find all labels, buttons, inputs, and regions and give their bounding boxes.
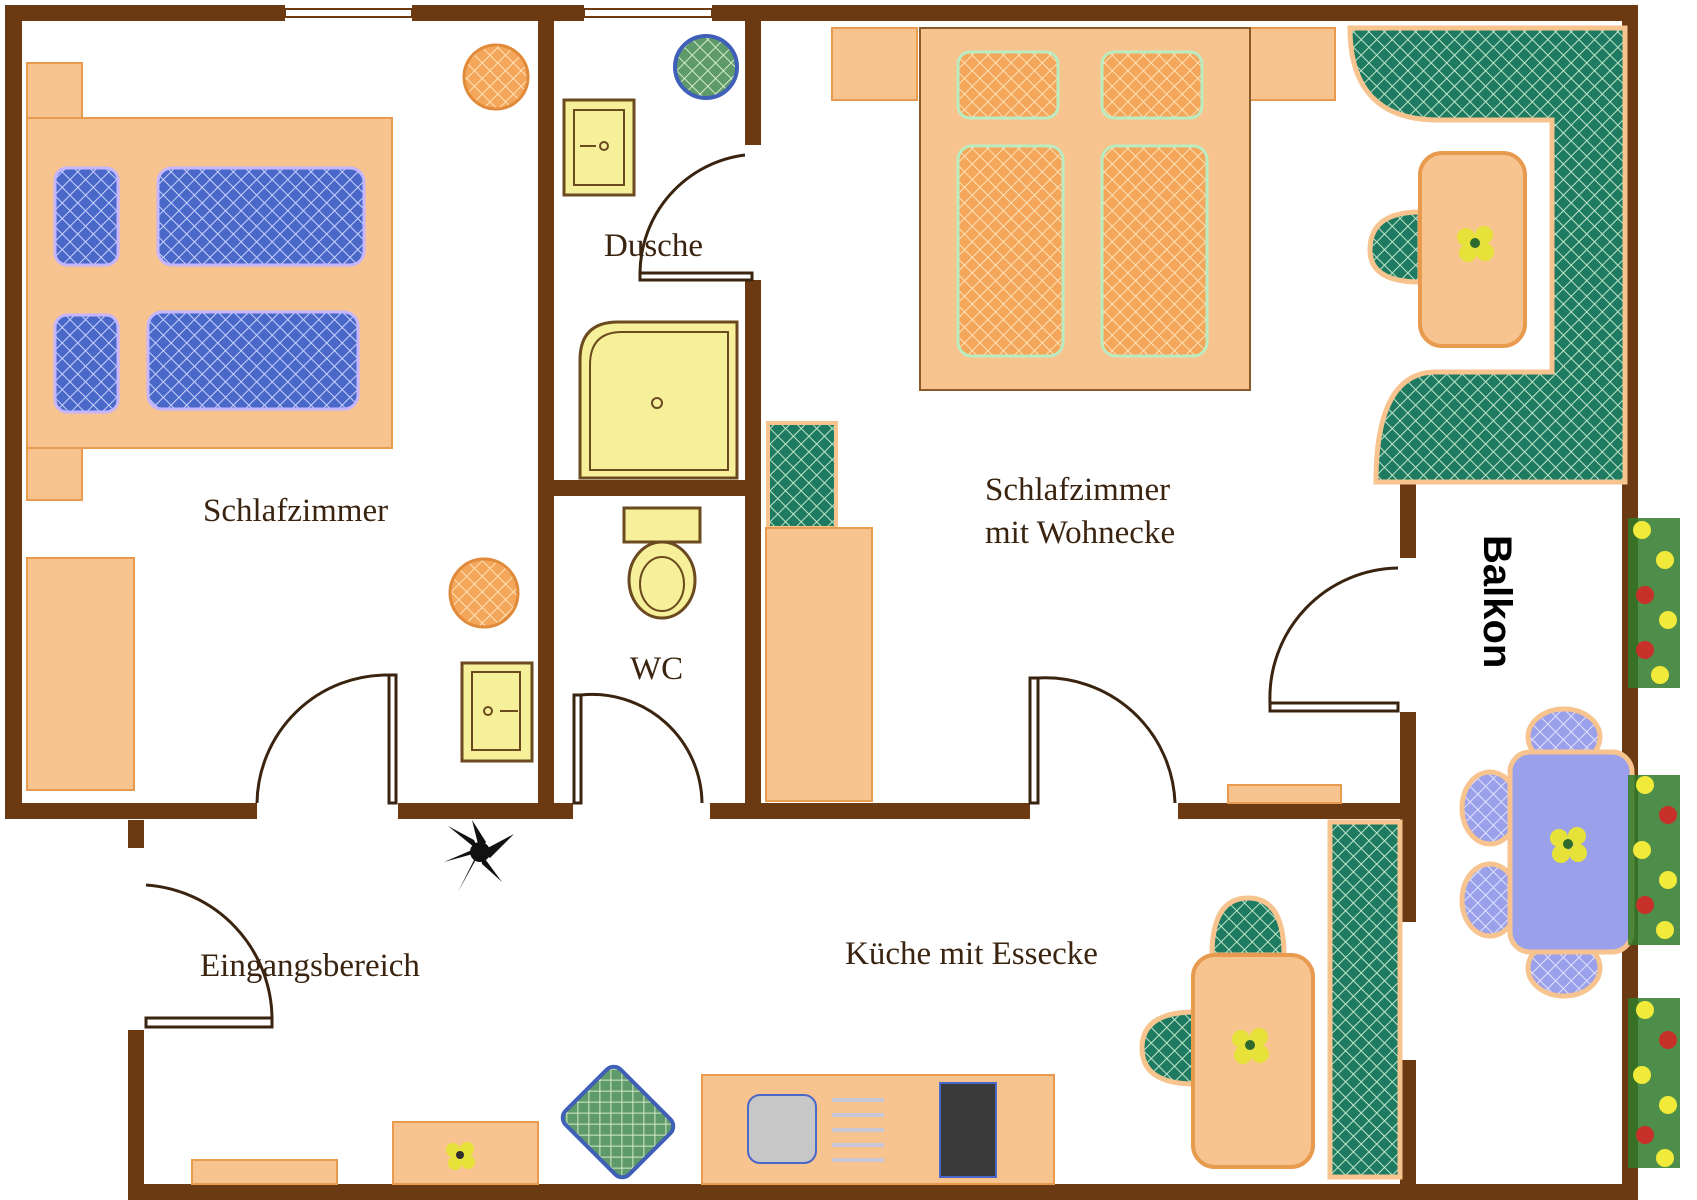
cabinet xyxy=(765,527,873,802)
blanket xyxy=(956,144,1065,358)
wardrobe xyxy=(26,557,135,791)
nightstand xyxy=(26,62,83,119)
pillow xyxy=(53,313,120,414)
blanket xyxy=(156,166,366,267)
corner-bench xyxy=(1347,25,1628,485)
right-bedroom-furniture xyxy=(765,25,1628,804)
nightstand xyxy=(831,27,918,101)
flower-icon xyxy=(1457,226,1494,262)
round-stool xyxy=(462,43,530,111)
chair xyxy=(1139,1009,1198,1087)
plant-box-icon xyxy=(1628,998,1680,1168)
round-stool xyxy=(673,34,739,100)
sideboard xyxy=(1227,784,1342,804)
entrance-furniture xyxy=(191,820,539,1185)
bathroom-fixtures xyxy=(562,34,739,620)
plant-box-icon xyxy=(1628,775,1680,945)
round-stool xyxy=(448,557,520,629)
room-label-balcony: Balkon xyxy=(1475,535,1519,668)
room-label-bedroom-living-line2: mit Wohnecke xyxy=(985,515,1175,551)
sink xyxy=(747,1094,817,1164)
doors xyxy=(144,153,1400,1029)
plant-stand xyxy=(560,1064,676,1180)
shower-tray xyxy=(578,320,739,480)
room-label-wc: WC xyxy=(630,651,683,687)
plant-box-icon xyxy=(1628,518,1680,688)
bench xyxy=(1327,819,1403,1180)
pillow xyxy=(53,166,120,267)
room-label-bedroom-living-line1: Schlafzimmer xyxy=(985,472,1170,508)
flower-icon xyxy=(1550,827,1587,863)
flower-icon xyxy=(1232,1028,1269,1064)
armchair-seat xyxy=(766,421,838,530)
kitchen-furniture xyxy=(560,819,1403,1185)
blanket xyxy=(1100,144,1209,358)
pillow xyxy=(1100,50,1204,120)
walls xyxy=(5,5,1638,1200)
room-label-entrance: Eingangsbereich xyxy=(200,948,420,984)
room-label-bedroom-left: Schlafzimmer xyxy=(203,493,388,529)
dining-table xyxy=(1191,953,1315,1169)
toilet xyxy=(622,506,702,620)
cooktop xyxy=(939,1082,997,1178)
chair xyxy=(1209,895,1287,958)
plant-icon xyxy=(444,820,514,892)
shoe-cabinet xyxy=(191,1159,338,1185)
left-bedroom-furniture xyxy=(26,43,534,791)
shower-washbasin xyxy=(562,98,636,197)
nightstand xyxy=(26,444,83,501)
room-label-shower: Dusche xyxy=(604,228,703,264)
pillow xyxy=(956,50,1060,120)
drainboard xyxy=(832,1098,884,1162)
windows xyxy=(284,8,713,18)
flower-icon xyxy=(446,1142,475,1170)
blanket xyxy=(146,310,360,411)
armchair xyxy=(1367,209,1423,285)
nightstand xyxy=(1249,27,1336,101)
room-label-kitchen: Küche mit Essecke xyxy=(845,936,1098,972)
balcony-furniture xyxy=(1459,706,1635,999)
washbasin xyxy=(460,661,534,763)
